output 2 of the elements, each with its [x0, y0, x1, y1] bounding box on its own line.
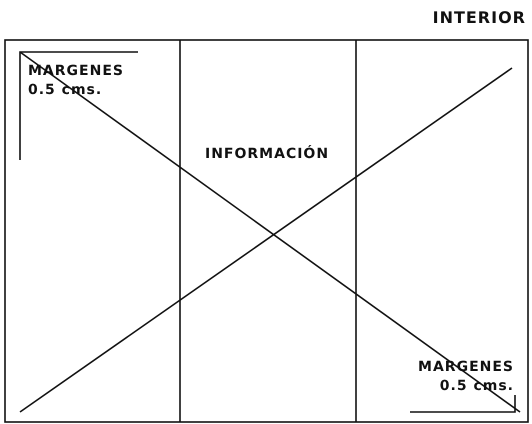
- area-label: INFORMACIÓN: [205, 145, 330, 164]
- heading: INTERIOR: [432, 8, 526, 27]
